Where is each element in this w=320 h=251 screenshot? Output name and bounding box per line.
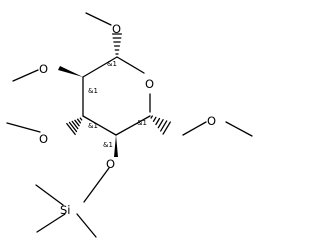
bond-c6o-ch3 [225, 121, 253, 137]
silicon-label: Si [60, 203, 71, 217]
c4-oxygen-label: O [106, 157, 115, 171]
bond-c5-c4 [115, 115, 151, 136]
stereo-label-c3: &1 [88, 122, 98, 130]
bond-c1-ring-o [116, 56, 145, 74]
c6-oxygen-label: O [207, 114, 216, 128]
c3-oxygen-label: O [39, 132, 48, 146]
bond-c1o-ch3 [85, 12, 112, 26]
stereo-label-c5: &1 [137, 119, 147, 127]
ring-oxygen-label: O [145, 77, 154, 91]
stereo-label-c4: &1 [103, 141, 113, 149]
bond-c2o-ch3 [12, 69, 39, 82]
c2-oxygen-label: O [39, 62, 48, 76]
hashed-wedge-c5-c6 [150, 115, 171, 135]
stereo-label-c2: &1 [88, 87, 98, 95]
hashed-wedge-c3-o [66, 117, 83, 136]
bond-si-me-right [76, 213, 97, 238]
c1-oxygen-label: O [112, 22, 121, 36]
bond-si-me-left [35, 184, 64, 206]
stereo-label-c1: &1 [107, 60, 117, 68]
chemical-structure: O O O O O O Si &1 &1 &1 &1 &1 [6, 12, 253, 238]
bond-c2-c1 [82, 56, 118, 78]
bond-c6-o [182, 121, 207, 136]
bond-si-me-bottom [36, 213, 66, 233]
bond-c3o-ch3 [6, 122, 41, 133]
bond-c4-c3 [82, 115, 117, 136]
bond-o-si [83, 167, 110, 203]
wedge-c2-o [58, 66, 83, 77]
wedge-c4-o [114, 135, 118, 157]
hashed-wedge-c1-o [111, 33, 123, 55]
